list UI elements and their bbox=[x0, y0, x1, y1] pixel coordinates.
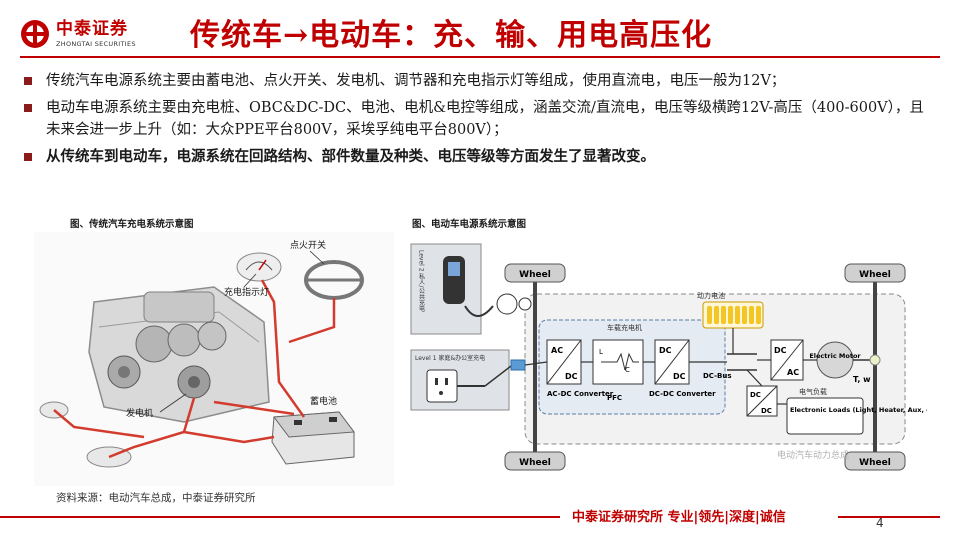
logo-mark-icon bbox=[20, 19, 50, 49]
label-dc-dc-converter: DC-DC Converter bbox=[649, 390, 716, 398]
svg-text:AC: AC bbox=[787, 368, 799, 377]
wheel-label: Wheel bbox=[519, 270, 551, 280]
bullet-text: 电动车电源系统主要由充电桩、OBC&DC-DC、电池、电机&电控等组成，涵盖交流… bbox=[46, 100, 924, 138]
svg-text:L: L bbox=[599, 348, 603, 356]
header-divider bbox=[20, 56, 940, 58]
label-level2: Level 2 私人/公共充电 bbox=[418, 250, 425, 312]
ac-dc-block: AC DC bbox=[546, 339, 582, 385]
svg-text:AC: AC bbox=[551, 346, 563, 355]
wheel-icon: Wheel bbox=[504, 263, 566, 283]
svg-text:Electric Motor: Electric Motor bbox=[809, 352, 861, 360]
label-ignition-switch: 点火开关 bbox=[290, 239, 326, 251]
bullet-square-icon bbox=[24, 104, 32, 112]
gear-icon bbox=[869, 354, 881, 366]
label-obc: 车载充电机 bbox=[607, 323, 642, 332]
electronic-loads-block: Electronic Loads (Light, Heater, Aux, et… bbox=[786, 397, 943, 435]
label-generator: 发电机 bbox=[126, 407, 153, 419]
label-dc-bus: DC-Bus bbox=[703, 372, 732, 380]
watermark-text: 电动汽车动力总成 bbox=[777, 449, 849, 461]
label-battery: 蓄电池 bbox=[310, 395, 337, 407]
generator-icon bbox=[177, 365, 211, 399]
charge-port-icon bbox=[496, 293, 518, 315]
level2-charger-icon: Level 2 私人/公共充电 bbox=[410, 243, 482, 335]
figure2-caption: 图、电动车电源系统示意图 bbox=[412, 219, 527, 230]
svg-text:DC: DC bbox=[761, 407, 772, 415]
logo-name-cn: 中泰证券 bbox=[56, 18, 128, 39]
label-power-battery: 动力电池 bbox=[697, 291, 725, 300]
bullet-item: 传统汽车电源系统主要由蓄电池、点火开关、发电机、调节器和充电指示灯等组成，使用直… bbox=[24, 70, 924, 92]
inverter-block: DC AC bbox=[770, 339, 804, 381]
wheel-label: Wheel bbox=[519, 458, 551, 468]
figure1-caption: 图、传统汽车充电系统示意图 bbox=[70, 219, 194, 230]
pfc-block: L C bbox=[592, 339, 644, 385]
bullet-text: 传统汽车电源系统主要由蓄电池、点火开关、发电机、调节器和充电指示灯等组成，使用直… bbox=[46, 73, 786, 89]
dc-dc-block: DC DC bbox=[654, 339, 690, 385]
power-battery-icon bbox=[702, 301, 764, 329]
company-logo: 中泰证券 ZHONGTAI SECURITIES bbox=[20, 14, 180, 54]
bullet-list: 传统汽车电源系统主要由蓄电池、点火开关、发电机、调节器和充电指示灯等组成，使用直… bbox=[24, 70, 924, 173]
charge-inlet-icon bbox=[518, 297, 532, 311]
svg-text:DC: DC bbox=[673, 372, 686, 381]
battery-icon bbox=[271, 411, 355, 465]
svg-text:C: C bbox=[625, 366, 630, 374]
footer-divider-left bbox=[0, 516, 560, 518]
wheel-label: Wheel bbox=[859, 458, 891, 468]
label-level1: Level 1 家庭&办公室充电 bbox=[415, 354, 485, 362]
wiring-harness bbox=[53, 279, 336, 459]
svg-text:DC: DC bbox=[659, 346, 672, 355]
wheel-icon: Wheel bbox=[504, 451, 566, 471]
label-charge-indicator: 充电指示灯 bbox=[224, 286, 269, 298]
wheel-icon: Wheel bbox=[844, 451, 906, 471]
ac-inlet-icon bbox=[510, 359, 526, 371]
svg-text:DC: DC bbox=[750, 391, 761, 399]
footer-divider-right bbox=[838, 516, 940, 518]
bullet-square-icon bbox=[24, 77, 32, 85]
source-note: 资料来源：电动汽车总成，中泰证券研究所 bbox=[56, 492, 256, 504]
label-pfc: PFC bbox=[607, 394, 622, 402]
engine-block-icon bbox=[88, 286, 270, 423]
low-voltage-dc-dc-block: DC DC bbox=[746, 385, 778, 417]
svg-text:DC: DC bbox=[774, 346, 787, 355]
bullet-square-icon bbox=[24, 153, 32, 161]
svg-text:Electronic Loads (Light, Heate: Electronic Loads (Light, Heater, Aux, et… bbox=[790, 406, 927, 414]
bullet-text: 从传统车到电动车，电源系统在回路结构、部件数量及种类、电压等级等方面发生了显著改… bbox=[46, 148, 655, 165]
dashboard-gauge-icon bbox=[236, 252, 282, 282]
page-number: 4 bbox=[876, 516, 884, 530]
label-ac-dc-converter: AC-DC Converter bbox=[547, 390, 614, 398]
bullet-item-emphasis: 从传统车到电动车，电源系统在回路结构、部件数量及种类、电压等级等方面发生了显著改… bbox=[24, 146, 924, 168]
wheel-label: Wheel bbox=[859, 270, 891, 280]
bullet-item: 电动车电源系统主要由充电桩、OBC&DC-DC、电池、电机&电控等组成，涵盖交流… bbox=[24, 97, 924, 141]
logo-name-en: ZHONGTAI SECURITIES bbox=[56, 39, 136, 48]
footer-tagline: 中泰证券研究所 专业|领先|深度|诚信 bbox=[572, 510, 786, 525]
svg-text:DC: DC bbox=[565, 372, 578, 381]
slide-title: 传统车→电动车：充、输、用电高压化 bbox=[190, 18, 713, 53]
figure1-conventional-charging-diagram: 点火开关 充电指示灯 发电机 蓄电池 bbox=[34, 232, 394, 486]
figure2-ev-power-diagram: Wheel Wheel Wheel Wheel Level 2 私人/公共充电 bbox=[407, 236, 943, 480]
level1-outlet-icon: Level 1 家庭&办公室充电 bbox=[410, 349, 510, 411]
label-torque-speed: T, w bbox=[853, 375, 871, 384]
steering-wheel-icon bbox=[304, 260, 364, 300]
wheel-icon: Wheel bbox=[844, 263, 906, 283]
label-electrical-loads: 电气负载 bbox=[799, 387, 827, 396]
